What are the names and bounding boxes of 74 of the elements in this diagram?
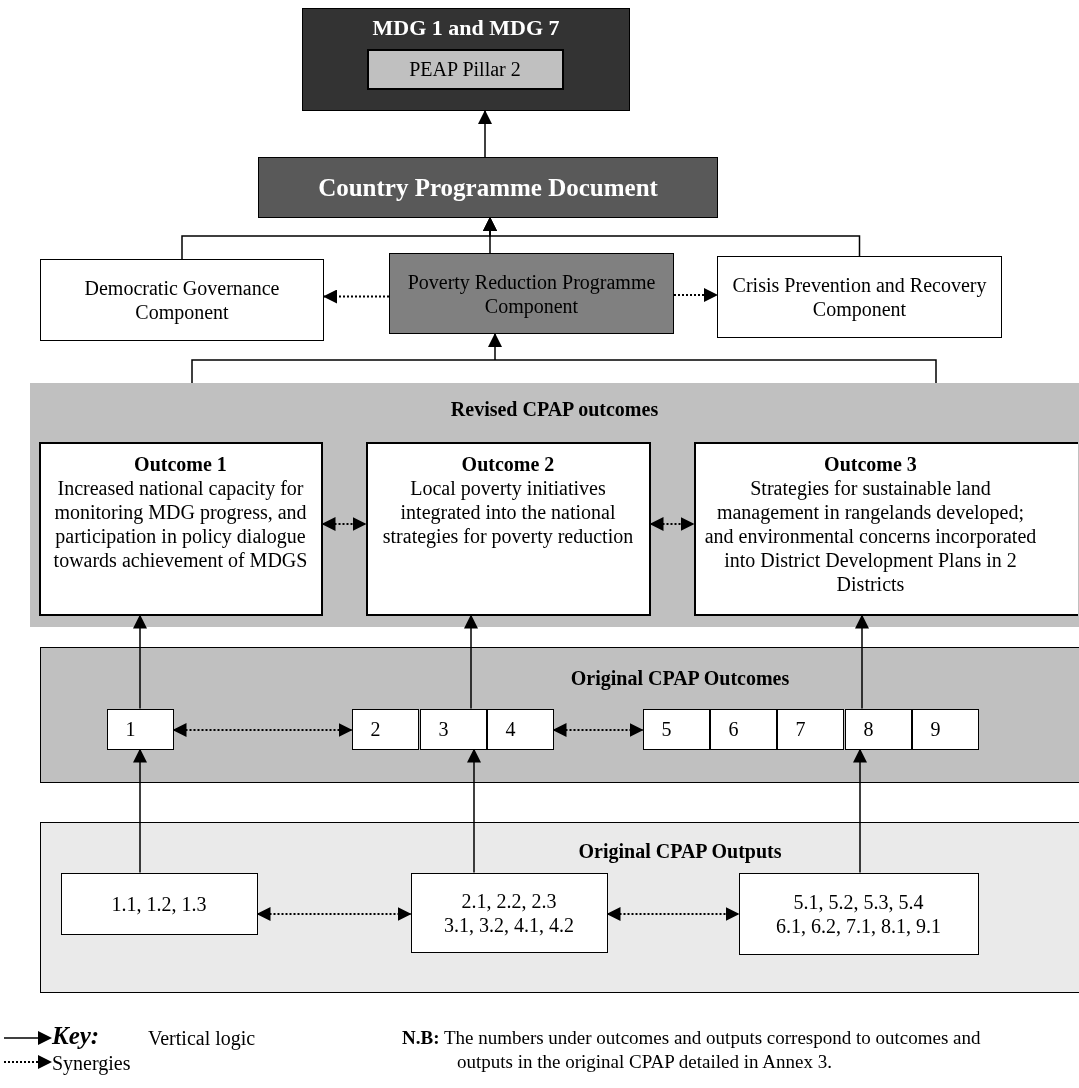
dotted-arrow — [256, 907, 412, 921]
output-box — [410, 872, 608, 953]
box-label: 8 — [863, 717, 874, 741]
output-list: 2.1, 2.2, 2.3 — [461, 888, 557, 913]
arrow — [464, 614, 478, 710]
component-box — [40, 259, 324, 341]
box-label: 6 — [728, 717, 739, 741]
outcome-title: Outcome 1 — [134, 451, 227, 476]
band-heading: Original CPAP Outcomes — [570, 666, 790, 690]
number-box — [844, 708, 912, 750]
outcome-box — [38, 441, 323, 616]
box-label: Poverty Reduction Programme Component — [406, 269, 657, 318]
dotted-arrow — [321, 517, 367, 531]
output-box — [738, 872, 979, 955]
legend-label: Synergies — [52, 1052, 131, 1075]
bracket-arrow — [191, 333, 937, 384]
legend-label: Vertical logic — [148, 1027, 256, 1050]
goal-box — [302, 8, 630, 111]
output-list: 3.1, 3.2, 4.1, 4.2 — [444, 912, 574, 937]
number-box — [776, 708, 844, 750]
outcome-description: Strategies for sustainable land management in rangelands developed; and environmental concerns incorporated into District Development Plans in 2 Districts — [703, 475, 1038, 596]
dotted-arrow — [649, 517, 695, 531]
arrow — [855, 614, 869, 710]
outputs-band — [40, 822, 1079, 993]
box-label: 4 — [505, 717, 516, 741]
output-list: 5.1, 5.2, 5.3, 5.4 — [793, 889, 924, 914]
dotted-arrow — [172, 723, 353, 737]
box-label: PEAP Pillar 2 — [409, 57, 521, 81]
arrow — [133, 748, 147, 874]
box-label: 3 — [438, 717, 449, 741]
box-label: Democratic Governance Component — [83, 276, 281, 324]
outcomes-band — [40, 647, 1079, 783]
number-box — [911, 708, 979, 750]
number-box — [709, 708, 777, 750]
number-box — [351, 708, 419, 750]
component-box — [717, 256, 1002, 338]
outcome-title: Outcome 2 — [461, 451, 555, 476]
arrow — [853, 748, 867, 874]
dotted-arrow — [323, 289, 390, 304]
number-box — [486, 708, 554, 750]
outcome-description: Increased national capacity for monitoring MDG progress, and participation in policy dialogue towards achievement of MDGS — [52, 475, 309, 572]
component-box — [389, 253, 674, 334]
box-label: 1 — [125, 717, 136, 741]
arrow — [133, 614, 147, 710]
box-label: 5 — [661, 717, 672, 741]
box-label: MDG 1 and MDG 7 — [372, 15, 560, 42]
dotted-arrow — [673, 288, 718, 302]
output-list: 6.1, 6.2, 7.1, 8.1, 9.1 — [776, 913, 941, 938]
key-heading: Key: — [52, 1022, 100, 1050]
box-label: Crisis Prevention and Recovery Component — [731, 273, 988, 321]
outcome-box — [365, 441, 651, 616]
number-box — [642, 708, 710, 750]
pillar-box — [366, 48, 564, 90]
output-list: 1.1, 1.2, 1.3 — [111, 891, 207, 916]
dotted-arrow — [606, 907, 740, 921]
number-box — [106, 708, 174, 750]
note-text: N.B: The numbers under outcomes and outputs correspond to outcomes and outputs in the original CPAP detailed in Annex 3. — [402, 1026, 982, 1074]
outcome-description: Local poverty initiatives integrated into the national strategies for poverty reduction — [381, 475, 635, 548]
box-label: Country Programme Document — [318, 172, 658, 203]
document-box — [258, 157, 718, 218]
outcomes-band — [30, 383, 1079, 627]
band-heading: Revised CPAP outcomes — [450, 397, 659, 421]
box-label: 2 — [370, 717, 381, 741]
arrow — [478, 110, 492, 158]
dotted-arrow — [552, 723, 644, 737]
outcome-box — [693, 441, 1078, 616]
outcome-title: Outcome 3 — [824, 451, 917, 476]
arrow — [483, 217, 861, 257]
box-label: 7 — [795, 717, 806, 741]
arrow — [467, 748, 481, 874]
band-heading: Original CPAP Outputs — [578, 839, 782, 863]
number-box — [419, 708, 487, 750]
box-label: 9 — [930, 717, 941, 741]
output-box — [60, 872, 258, 935]
